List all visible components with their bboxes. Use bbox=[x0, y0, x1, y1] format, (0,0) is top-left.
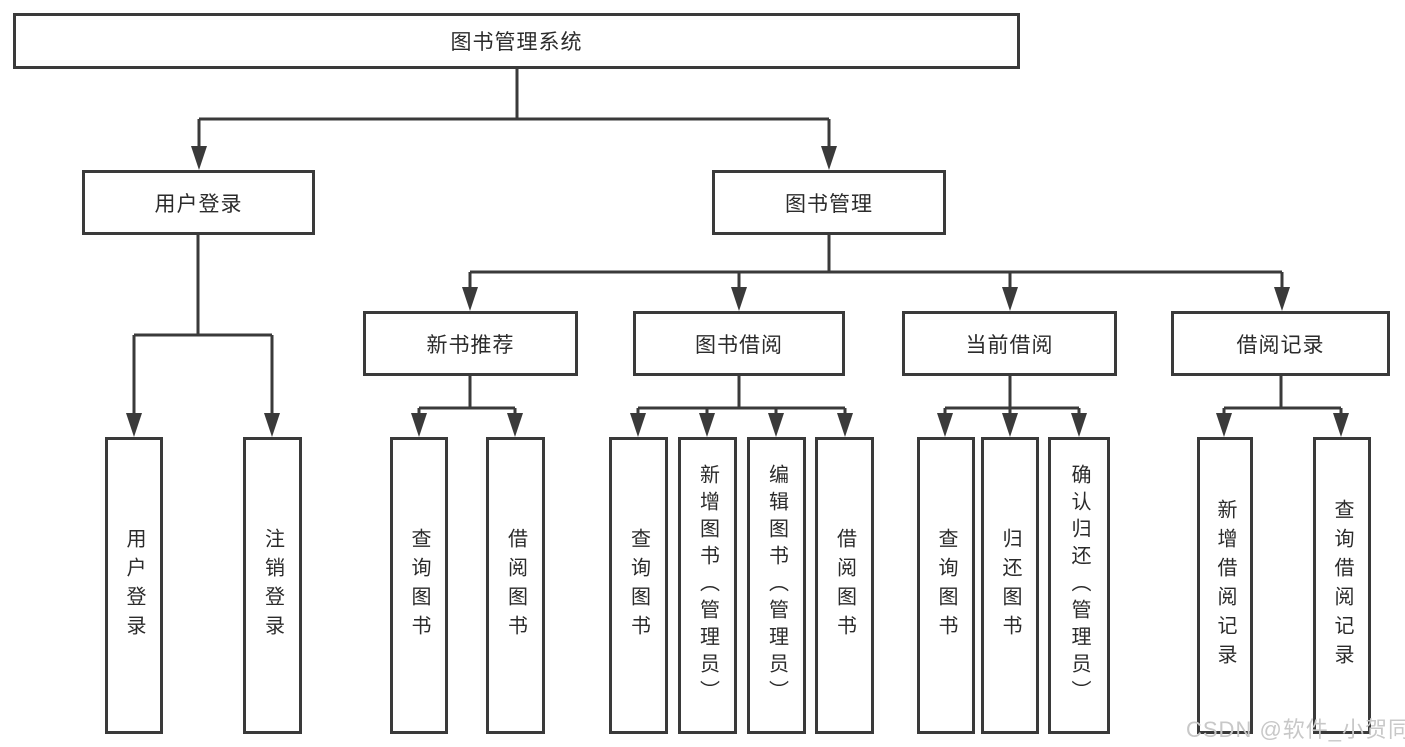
leaf-borrowing-borrow-books: 借阅图书 bbox=[815, 437, 874, 734]
leaf-current-confirm-return-admin: 确认归还（管理员） bbox=[1048, 437, 1110, 734]
node-user-login: 用户登录 bbox=[82, 170, 315, 235]
node-borrowing-records: 借阅记录 bbox=[1171, 311, 1390, 376]
node-book-management: 图书管理 bbox=[712, 170, 946, 235]
leaf-borrowing-query-books: 查询图书 bbox=[609, 437, 668, 734]
leaf-logout: 注销登录 bbox=[243, 437, 302, 734]
csdn-watermark: CSDN @软件_小贺同学 bbox=[1186, 717, 1405, 742]
leaf-user-login: 用户登录 bbox=[105, 437, 163, 734]
leaf-current-return-books: 归还图书 bbox=[981, 437, 1039, 734]
leaf-records-query-borrow-record: 查询借阅记录 bbox=[1313, 437, 1371, 734]
leaf-records-add-borrow-record: 新增借阅记录 bbox=[1197, 437, 1253, 734]
leaf-current-query-books: 查询图书 bbox=[917, 437, 975, 734]
node-new-book-recommendation: 新书推荐 bbox=[363, 311, 578, 376]
leaf-borrowing-edit-books-admin: 编辑图书（管理员） bbox=[747, 437, 806, 734]
arrowheads bbox=[126, 146, 1349, 437]
node-book-borrowing: 图书借阅 bbox=[633, 311, 845, 376]
leaf-newbook-query-books: 查询图书 bbox=[390, 437, 448, 734]
leaf-newbook-borrow-books: 借阅图书 bbox=[486, 437, 545, 734]
node-current-borrowing: 当前借阅 bbox=[902, 311, 1117, 376]
leaf-borrowing-add-books-admin: 新增图书（管理员） bbox=[678, 437, 737, 734]
node-root-system: 图书管理系统 bbox=[13, 13, 1020, 69]
